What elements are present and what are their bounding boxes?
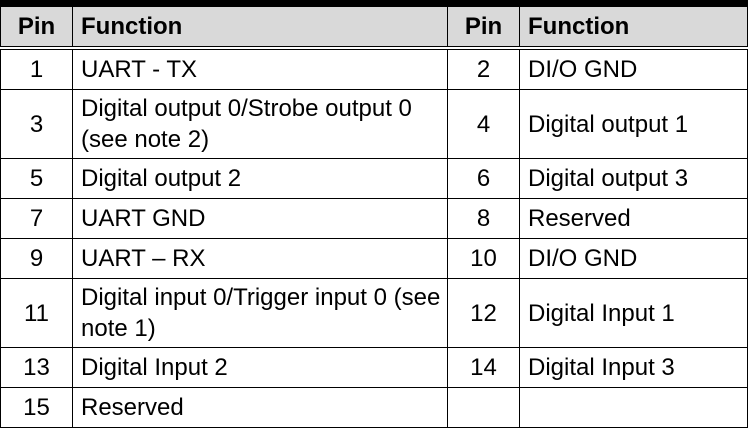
function-cell: UART - TX: [72, 47, 448, 90]
function-cell: Digital Input 3: [519, 347, 748, 388]
pin-number-cell: 13: [0, 347, 73, 388]
function-cell: Digital output 0/Strobe output 0 (see no…: [72, 89, 448, 159]
function-cell: UART – RX: [72, 238, 448, 279]
function-cell: DI/O GND: [519, 238, 748, 279]
function-cell: Digital Input 2: [72, 347, 448, 388]
pin-number-cell: 5: [0, 158, 73, 199]
function-cell: DI/O GND: [519, 47, 748, 90]
table-header-row: Pin Function Pin Function: [0, 3, 748, 50]
pin-number-cell: 15: [0, 387, 73, 428]
pin-number-cell: 10: [447, 238, 520, 279]
pin-number-cell: 2: [447, 47, 520, 90]
function-cell: Digital input 0/Trigger input 0 (see not…: [72, 278, 448, 348]
table-row: 7 UART GND 8 Reserved: [0, 198, 748, 239]
table-row: 15 Reserved: [0, 387, 748, 428]
function-cell: Digital output 3: [519, 158, 748, 199]
column-header-pin-right: Pin: [447, 3, 520, 50]
table-row: 13 Digital Input 2 14 Digital Input 3: [0, 347, 748, 388]
pin-number-cell: 12: [447, 278, 520, 348]
pin-number-cell: 3: [0, 89, 73, 159]
function-cell: Reserved: [72, 387, 448, 428]
column-header-function-left: Function: [72, 3, 448, 50]
pin-number-cell: 14: [447, 347, 520, 388]
column-header-function-right: Function: [519, 3, 748, 50]
pin-number-cell: [447, 387, 520, 428]
function-cell: [519, 387, 748, 428]
table-row: 3 Digital output 0/Strobe output 0 (see …: [0, 89, 748, 159]
function-cell: Reserved: [519, 198, 748, 239]
pin-number-cell: 1: [0, 47, 73, 90]
table-row: 5 Digital output 2 6 Digital output 3: [0, 158, 748, 199]
pin-function-table: Pin Function Pin Function 1 UART - TX 2 …: [0, 0, 748, 428]
pin-number-cell: 4: [447, 89, 520, 159]
function-cell: UART GND: [72, 198, 448, 239]
pin-number-cell: 7: [0, 198, 73, 239]
table-row: 9 UART – RX 10 DI/O GND: [0, 238, 748, 279]
table-row: 11 Digital input 0/Trigger input 0 (see …: [0, 278, 748, 348]
function-cell: Digital output 1: [519, 89, 748, 159]
function-cell: Digital Input 1: [519, 278, 748, 348]
pin-number-cell: 9: [0, 238, 73, 279]
column-header-pin-left: Pin: [0, 3, 73, 50]
table-row: 1 UART - TX 2 DI/O GND: [0, 47, 748, 90]
function-cell: Digital output 2: [72, 158, 448, 199]
pin-number-cell: 11: [0, 278, 73, 348]
pin-number-cell: 8: [447, 198, 520, 239]
pin-number-cell: 6: [447, 158, 520, 199]
